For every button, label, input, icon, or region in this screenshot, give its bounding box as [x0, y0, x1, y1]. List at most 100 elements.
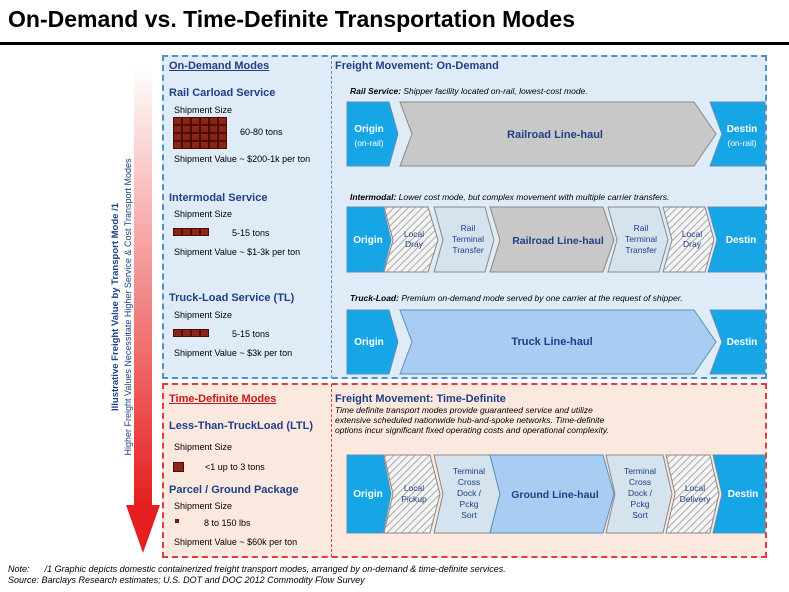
arrow-labels: Illustrative Freight Value by Transport …	[100, 75, 140, 540]
td-origin-label: Origin	[353, 489, 382, 500]
freight-value-arrow	[126, 65, 160, 553]
intermodal-local-dray-1	[383, 206, 439, 273]
td-terminal2-line5: Sort	[632, 510, 648, 520]
title-rule	[0, 42, 789, 45]
intermodal-origin-label: Origin	[353, 235, 382, 246]
intermodal-transfer2-line3: Transfer	[625, 245, 657, 255]
truckload-desc: Truck-Load: Premium on-demand mode serve…	[350, 293, 683, 303]
intermodal-transfer1-line2: Terminal	[452, 234, 484, 244]
rail-origin-sublabel: (on-rail)	[354, 138, 383, 148]
intermodal-local2-line1: Local	[682, 229, 702, 239]
td-delivery-line2: Delivery	[680, 494, 711, 504]
td-linehaul-arrow	[489, 454, 615, 534]
on-demand-divider	[331, 56, 332, 378]
rail-linehaul-arrow	[399, 101, 717, 167]
page-title: On-Demand vs. Time-Definite Transportati…	[8, 6, 575, 32]
intermodal-transfer-2	[607, 206, 669, 273]
intermodal-desc: Intermodal: Lower cost mode, but complex…	[350, 192, 670, 202]
truckload-shipment-blocks	[173, 329, 213, 337]
td-pickup-line1: Local	[404, 483, 424, 493]
rail-destin-label: Destin	[727, 124, 758, 135]
parcel-size-label: Shipment Size	[174, 501, 233, 511]
td-local-pickup	[383, 454, 441, 534]
rail-service-desc: Rail Service: Shipper facility located o…	[350, 86, 588, 96]
td-terminal1-line1: Terminal	[453, 466, 485, 476]
axis-label-main: Illustrative Freight Value by Transport …	[110, 202, 121, 411]
truck-destin-label: Destin	[727, 337, 758, 348]
truck-linehaul-label: Truck Line-haul	[511, 336, 592, 348]
rail-origin-box	[346, 101, 399, 167]
footnote: Note: /1 Graphic depicts domestic contai…	[8, 564, 506, 585]
intermodal-transfer2-line2: Terminal	[625, 234, 657, 244]
rail-carload-title: Rail Carload Service	[169, 87, 276, 99]
td-delivery-line1: Local	[685, 483, 705, 493]
rail-linehaul-label: Railroad Line-haul	[507, 129, 603, 141]
ltl-shipment-block	[173, 462, 184, 472]
intermodal-shipment-blocks	[173, 228, 213, 236]
intermodal-destin-label: Destin	[726, 235, 757, 246]
time-definite-flow: Origin Local Pickup Terminal Cross Dock …	[346, 454, 766, 534]
truck-destin-box	[709, 309, 766, 375]
time-definite-header: Time-Definite Modes	[169, 393, 277, 405]
intermodal-transfer-1	[433, 206, 495, 273]
intermodal-transfer2-line1: Rail	[634, 223, 649, 233]
ltl-tons: <1 up to 3 tons	[205, 462, 265, 472]
intermodal-local1-line2: Dray	[405, 239, 424, 249]
ltl-size-label: Shipment Size	[174, 442, 233, 452]
rail-origin-label: Origin	[354, 124, 383, 135]
truckload-size-label: Shipment Size	[174, 310, 233, 320]
rail-flow: Origin (on-rail) Railroad Line-haul Dest…	[346, 101, 766, 167]
axis-label-sub: Higher Freight Values Necessitate Higher…	[123, 158, 133, 455]
intermodal-flow: Origin Local Dray Rail Terminal Transfer…	[346, 206, 766, 273]
td-terminal2-line1: Terminal	[624, 466, 656, 476]
intermodal-local-dray-2	[662, 206, 715, 273]
truckload-flow: Origin Truck Line-haul Destin	[346, 309, 766, 375]
td-terminal2-line3: Dock /	[628, 488, 653, 498]
intermodal-local2-line2: Dray	[683, 239, 702, 249]
intermodal-origin-box	[346, 206, 392, 273]
td-terminal1-line2: Cross	[458, 477, 480, 487]
intermodal-linehaul-arrow	[489, 206, 615, 273]
rail-destin-sublabel: (on-rail)	[727, 138, 756, 148]
parcel-value: Shipment Value ~ $60k per ton	[174, 537, 298, 547]
td-terminal2-line4: Pckg	[631, 499, 650, 509]
ltl-title: Less-Than-TruckLoad (LTL)	[169, 420, 314, 432]
truck-origin-label: Origin	[354, 337, 383, 348]
intermodal-local1-line1: Local	[404, 229, 424, 239]
intermodal-tons: 5-15 tons	[232, 228, 270, 238]
time-definite-desc: Time definite transport modes provide gu…	[335, 405, 609, 435]
intermodal-size-label: Shipment Size	[174, 209, 233, 219]
truckload-value: Shipment Value ~ $3k per ton	[174, 348, 293, 358]
parcel-title: Parcel / Ground Package	[169, 484, 299, 496]
td-terminal1-line5: Sort	[461, 510, 477, 520]
intermodal-title: Intermodal Service	[169, 192, 268, 204]
td-terminal2-line2: Cross	[629, 477, 651, 487]
time-definite-movement-header: Freight Movement: Time-Definite	[335, 393, 506, 405]
td-destin-box	[712, 454, 766, 534]
td-pickup-line2: Pickup	[401, 494, 427, 504]
intermodal-transfer1-line1: Rail	[461, 223, 476, 233]
td-linehaul-label: Ground Line-haul	[511, 489, 599, 501]
rail-destin-box	[709, 101, 766, 167]
intermodal-linehaul-label: Railroad Line-haul	[512, 235, 604, 247]
td-terminal1-line3: Dock /	[457, 488, 482, 498]
time-definite-divider	[331, 384, 332, 557]
td-origin-box	[346, 454, 392, 534]
td-local-delivery	[665, 454, 720, 534]
rail-value: Shipment Value ~ $200-1k per ton	[174, 154, 311, 164]
intermodal-value: Shipment Value ~ $1-3k per ton	[174, 247, 301, 257]
td-terminal1-line4: Pckg	[460, 499, 479, 509]
parcel-lbs: 8 to 150 lbs	[204, 518, 251, 528]
truck-linehaul-arrow	[399, 309, 717, 375]
intermodal-destin-box	[707, 206, 766, 273]
truckload-title: Truck-Load Service (TL)	[169, 292, 295, 304]
parcel-shipment-block	[175, 519, 179, 523]
intermodal-transfer1-line3: Transfer	[452, 245, 484, 255]
truckload-tons: 5-15 tons	[232, 329, 270, 339]
rail-tons: 60-80 tons	[240, 127, 283, 137]
on-demand-movement-header: Freight Movement: On-Demand	[335, 60, 499, 72]
td-destin-label: Destin	[728, 489, 759, 500]
truck-origin-box	[346, 309, 399, 375]
td-terminal-2	[605, 454, 673, 534]
